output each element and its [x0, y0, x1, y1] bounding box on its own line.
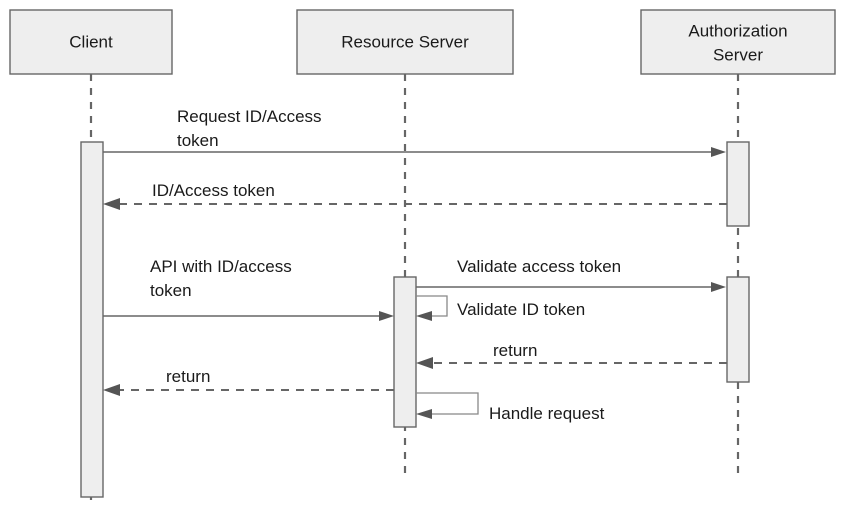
- message-label-m1-line2: token: [177, 131, 219, 150]
- message-return-auth-to-resource: return: [416, 341, 727, 369]
- message-line-m8: [416, 392, 479, 415]
- message-id-access-token-return: ID/Access token: [103, 181, 727, 210]
- message-label-m6: return: [493, 341, 537, 360]
- participant-label-authorization-server-line1: Authorization: [688, 21, 787, 40]
- activation-authorization-server-1: [726, 141, 750, 227]
- message-label-m1-line1: Request ID/Access: [177, 107, 322, 126]
- message-label-m3-line2: token: [150, 281, 192, 300]
- message-api-with-id-access-token: API with ID/access token: [103, 257, 394, 321]
- arrowhead-m7: [103, 384, 120, 396]
- message-line-m5: [416, 295, 448, 317]
- arrowhead-m8: [416, 409, 432, 419]
- message-label-m5: Validate ID token: [457, 300, 585, 319]
- arrowhead-m6: [416, 357, 433, 369]
- participant-label-resource-server: Resource Server: [341, 32, 469, 51]
- arrowhead-m5: [416, 311, 432, 321]
- message-handle-request-self: Handle request: [416, 392, 605, 423]
- message-request-id-access-token: Request ID/Access token: [103, 107, 726, 157]
- activation-bars: [80, 141, 750, 498]
- message-label-m3-line1: API with ID/access: [150, 257, 292, 276]
- arrowhead-m4: [711, 282, 726, 292]
- participant-label-authorization-server-line2: Server: [713, 45, 763, 64]
- participant-box-authorization-server[interactable]: [640, 9, 836, 75]
- message-validate-id-token-self: Validate ID token: [416, 295, 585, 321]
- activation-client: [80, 141, 104, 498]
- arrowhead-m2: [103, 198, 120, 210]
- message-label-m8: Handle request: [489, 404, 605, 423]
- message-validate-access-token: Validate access token: [416, 257, 726, 292]
- activation-resource-server: [393, 276, 417, 428]
- participant-client[interactable]: Client: [9, 9, 173, 75]
- activation-authorization-server-2: [726, 276, 750, 383]
- participant-resource-server[interactable]: Resource Server: [296, 9, 514, 75]
- arrowhead-m3: [379, 311, 394, 321]
- message-label-m2: ID/Access token: [152, 181, 275, 200]
- message-return-resource-to-client: return: [103, 367, 394, 396]
- message-label-m7: return: [166, 367, 210, 386]
- participant-authorization-server[interactable]: Authorization Server: [640, 9, 836, 75]
- participant-box-client[interactable]: [9, 9, 173, 75]
- participant-label-client: Client: [69, 32, 113, 51]
- message-label-m4: Validate access token: [457, 257, 621, 276]
- participant-box-resource-server[interactable]: [296, 9, 514, 75]
- arrowhead-m1: [711, 147, 726, 157]
